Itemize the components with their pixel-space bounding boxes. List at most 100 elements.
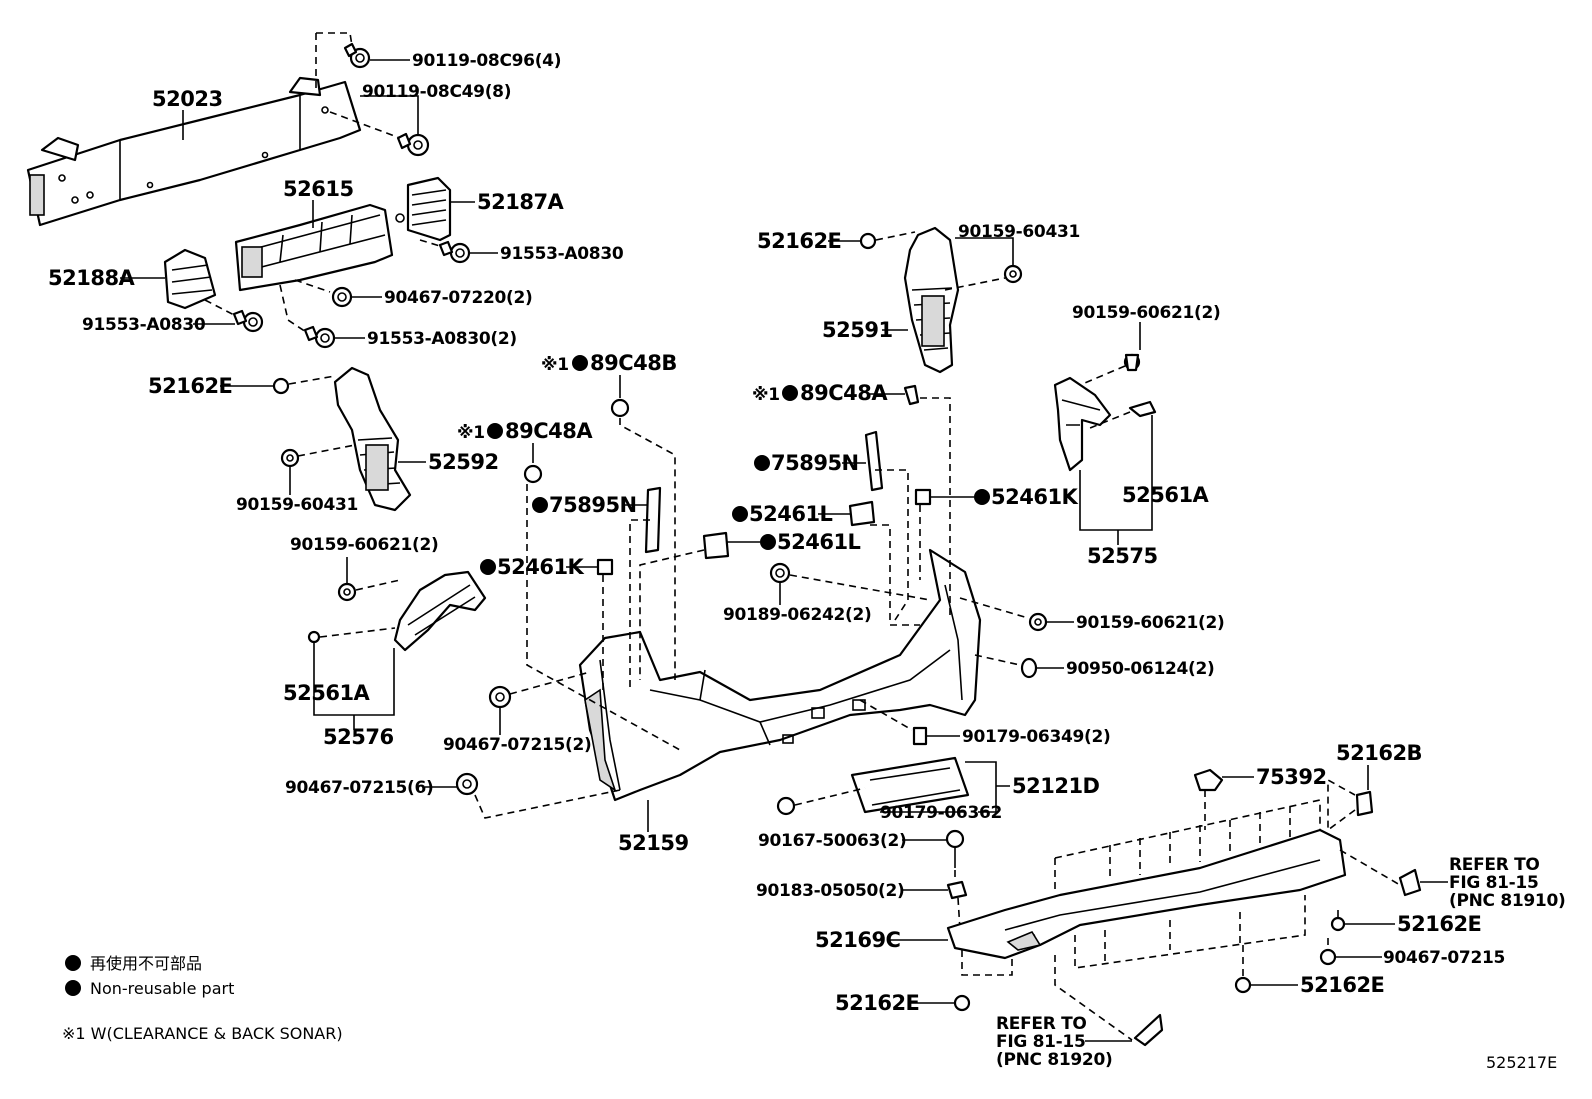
reflector-ref-81920 bbox=[1133, 1013, 1164, 1047]
dash-90189-06242 bbox=[789, 574, 931, 601]
sensor-89C48A-b bbox=[903, 384, 920, 406]
label-90467-07215-c: 90467-07215 bbox=[1383, 948, 1505, 968]
screw-90167-50063 bbox=[945, 829, 965, 868]
label-star-89C48A-b: ※1 bbox=[752, 385, 780, 405]
label-52162B: 52162B bbox=[1336, 741, 1422, 765]
absorber-52615 bbox=[234, 203, 394, 292]
label-90167-50063: 90167-50063(2) bbox=[758, 831, 907, 851]
dash-52561A-a bbox=[319, 627, 396, 638]
dash-75895N-a bbox=[875, 469, 909, 621]
label-89C48B: 89C48B bbox=[590, 351, 677, 375]
label-ref1-line1: REFER TO bbox=[1449, 855, 1540, 875]
label-52162E-a: 52162E bbox=[757, 229, 841, 253]
label-52561A-a: 52561A bbox=[1122, 483, 1210, 507]
bracket-52188A bbox=[163, 248, 217, 310]
dash-91553-a bbox=[419, 239, 441, 247]
dash-52169C-lower bbox=[961, 895, 1306, 976]
label-89C48A-a: 89C48A bbox=[505, 419, 593, 443]
label-90119-08C96: 90119-08C96(4) bbox=[412, 51, 561, 71]
bracket-52575 bbox=[1053, 376, 1112, 472]
nonreusable-dot-89C48B bbox=[572, 355, 588, 371]
pin-52561A-a-shape bbox=[1128, 400, 1157, 418]
bolt-90159-60621-b bbox=[1123, 353, 1141, 372]
nonreusable-dot-89C48A-a bbox=[487, 423, 503, 439]
dash-90467-07215-b bbox=[474, 789, 621, 819]
clip-90467-07215-a bbox=[488, 685, 512, 709]
bolt-90159-60431-a bbox=[1003, 264, 1023, 284]
label-90159-60621-c: 90159-60621(2) bbox=[1076, 613, 1225, 633]
label-52461K-b: 52461K bbox=[991, 485, 1079, 509]
cover-52162B bbox=[1355, 790, 1374, 817]
dash-90467-07220 bbox=[294, 279, 331, 293]
bolt-90119-08C49 bbox=[396, 132, 430, 157]
label-91553-A0830-c: 91553-A0830(2) bbox=[367, 329, 517, 349]
nonreusable-dot-52461K-a bbox=[480, 559, 496, 575]
license-bracket-detail bbox=[869, 767, 961, 806]
bracket-52187A bbox=[395, 176, 452, 242]
label-52023: 52023 bbox=[152, 87, 223, 111]
dash-89C48A-b bbox=[920, 397, 951, 620]
label-90159-60431-a: 90159-60431 bbox=[958, 222, 1080, 242]
bolt-90119-08C96 bbox=[343, 42, 371, 69]
label-52561A-b: 52561A bbox=[283, 681, 371, 705]
label-52461L-b: 52461L bbox=[777, 530, 861, 554]
label-52162E-c: 52162E bbox=[1397, 912, 1481, 936]
dash-89C48B bbox=[619, 418, 676, 680]
bolt-90159-60621-c bbox=[1028, 612, 1048, 632]
bolt-91553-A0830-c bbox=[303, 325, 336, 349]
dash-ref-81920 bbox=[1054, 955, 1133, 1041]
dash-90159-60621-b bbox=[1079, 365, 1126, 386]
label-star-89C48A-a: ※1 bbox=[457, 423, 485, 443]
label-52187A: 52187A bbox=[477, 190, 565, 214]
label-52162E-b: 52162E bbox=[148, 374, 232, 398]
clip-90467-07215-c bbox=[1319, 948, 1337, 966]
legend-dot-jp bbox=[65, 955, 81, 971]
dash-91553-c bbox=[279, 284, 307, 333]
tape-75895N-a bbox=[864, 430, 884, 492]
leader-90159-60431-a bbox=[955, 237, 1014, 265]
label-90159-60621-b: 90159-60621(2) bbox=[1072, 303, 1221, 323]
label-52575: 52575 bbox=[1087, 544, 1158, 568]
dash-ref-81910 bbox=[1339, 849, 1401, 886]
pin-52561A-a bbox=[307, 630, 321, 644]
bolt-90159-60431-b bbox=[280, 448, 300, 468]
pad-52461K-b bbox=[914, 488, 932, 506]
leader-52575 bbox=[1079, 415, 1153, 545]
clip-52162E-b bbox=[272, 377, 290, 395]
clip-90189-06242 bbox=[769, 562, 791, 584]
label-52591: 52591 bbox=[822, 318, 893, 342]
sensor-89C48B bbox=[610, 398, 630, 418]
label-52121D: 52121D bbox=[1012, 774, 1100, 798]
reinforcement-52023 bbox=[26, 76, 362, 227]
label-89C48A-b: 89C48A bbox=[800, 381, 888, 405]
clip-52162E-d bbox=[1234, 976, 1252, 994]
bolt-91553-A0830-a bbox=[438, 240, 471, 264]
label-52188A: 52188A bbox=[48, 266, 136, 290]
label-52592: 52592 bbox=[428, 450, 499, 474]
label-52162E-d: 52162E bbox=[1300, 973, 1384, 997]
label-52576: 52576 bbox=[323, 725, 394, 749]
label-90179-06362: 90179-06362 bbox=[880, 803, 1002, 823]
bolt-90159-60621-a bbox=[337, 582, 357, 602]
label-90467-07220: 90467-07220(2) bbox=[384, 288, 533, 308]
label-ref2-line3: (PNC 81920) bbox=[996, 1050, 1112, 1070]
label-90467-07215-b: 90467-07215(6) bbox=[285, 778, 434, 798]
clip-90467-07215-b bbox=[455, 772, 479, 796]
nonreusable-dot-89C48A-b bbox=[782, 385, 798, 401]
label-52615: 52615 bbox=[283, 177, 354, 201]
dash-52169C-upper bbox=[1054, 799, 1321, 890]
retainer-52591 bbox=[903, 226, 960, 374]
reflector-ref-81910 bbox=[1398, 868, 1422, 897]
dash-90183-05050 bbox=[954, 870, 961, 931]
bracket-52576 bbox=[393, 570, 487, 652]
label-91553-A0830-a: 91553-A0830 bbox=[500, 244, 624, 264]
dash-75895N-b bbox=[629, 519, 650, 690]
nut-90179-06349 bbox=[912, 726, 928, 746]
dash-52162B bbox=[1327, 778, 1356, 832]
dash-90179-06362 bbox=[794, 787, 866, 806]
legend-jp: 再使用不可部品 bbox=[90, 954, 202, 973]
dash-90159-60431-b bbox=[297, 444, 356, 457]
pad-52461K-a bbox=[596, 558, 614, 576]
label-90179-06349: 90179-06349(2) bbox=[962, 727, 1111, 747]
legend-dot-en bbox=[65, 980, 81, 996]
